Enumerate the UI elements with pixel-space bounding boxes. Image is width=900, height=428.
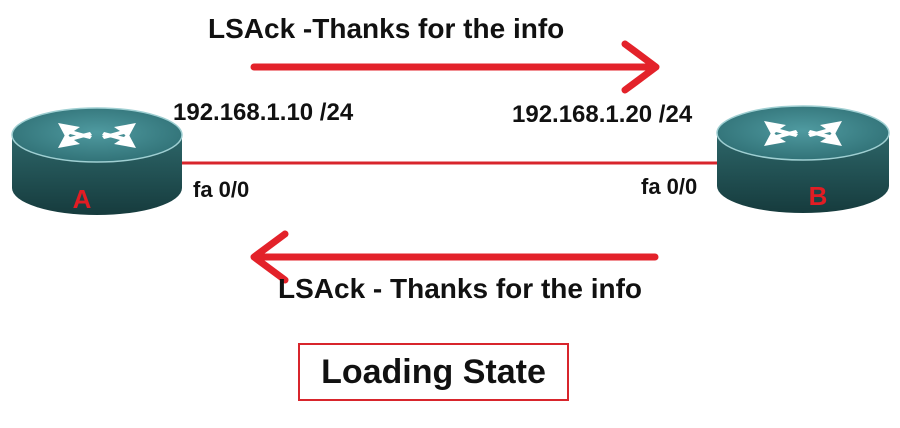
forward-arrow — [250, 40, 660, 94]
router-b: B — [716, 105, 890, 213]
router-arrows-icon — [764, 121, 842, 146]
router-a-top — [11, 107, 183, 163]
router-a-label: A — [73, 184, 92, 214]
backward-message-label: LSAck - Thanks for the info — [278, 273, 643, 304]
router-b-ip-label: 192.168.1.20 /24 — [512, 101, 693, 128]
router-b-interface-label: fa 0/0 — [641, 174, 698, 199]
backward-arrow-head — [250, 230, 289, 284]
backward-arrow — [250, 230, 659, 284]
router-b-top — [716, 105, 890, 161]
router-a: A — [11, 107, 183, 215]
state-box: Loading State — [298, 343, 569, 401]
forward-message-label: LSAck -Thanks for the info — [208, 13, 565, 44]
router-b-label: B — [809, 181, 828, 211]
forward-arrow-head — [621, 40, 660, 94]
router-a-ip-label: 192.168.1.10 /24 — [173, 99, 354, 126]
router-a-interface-label: fa 0/0 — [193, 177, 250, 202]
state-label: Loading State — [321, 352, 546, 391]
router-arrows-icon — [58, 123, 136, 148]
